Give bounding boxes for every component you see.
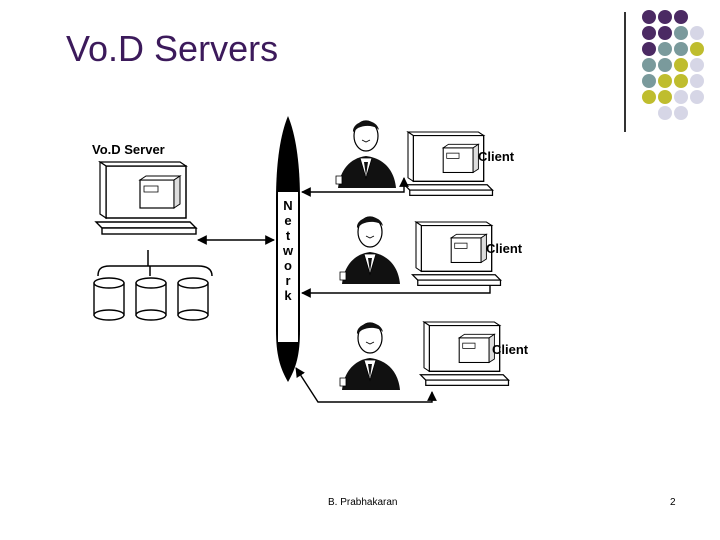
disk-icon — [135, 277, 167, 321]
decor-dot — [674, 90, 688, 104]
decor-dot — [690, 58, 704, 72]
decor-dot — [674, 42, 688, 56]
decorative-vertical-line — [624, 12, 626, 132]
decor-dot — [642, 42, 656, 56]
decor-dot — [642, 26, 656, 40]
client-network-arrow — [295, 367, 437, 403]
disk-icon — [93, 277, 125, 321]
client-label: Client — [478, 149, 515, 164]
decor-dot — [674, 58, 688, 72]
client-person-icon — [335, 120, 397, 189]
decor-dot — [690, 42, 704, 56]
decor-dot — [642, 10, 656, 24]
decor-dot — [658, 74, 672, 88]
server-computer-icon — [95, 161, 197, 235]
decor-dot — [690, 26, 704, 40]
network-letter: w — [282, 243, 294, 258]
decor-dot — [690, 90, 704, 104]
client-network-arrow — [301, 177, 409, 197]
decor-dot — [674, 26, 688, 40]
decor-dot — [690, 74, 704, 88]
decor-dot — [642, 58, 656, 72]
client-label: Client — [492, 342, 529, 357]
decorative-dot-grid — [638, 10, 720, 120]
disk-connector — [97, 250, 213, 277]
network-letter: o — [284, 258, 292, 273]
client-person-icon — [339, 216, 401, 285]
server-label: Vo.D Server — [92, 142, 165, 157]
network-letter: e — [284, 213, 291, 228]
network-letter: t — [286, 228, 291, 243]
client-network-arrow — [301, 285, 491, 298]
decor-dot — [642, 74, 656, 88]
decor-dot — [658, 58, 672, 72]
decor-dot — [674, 74, 688, 88]
decor-dot — [658, 90, 672, 104]
page-number: 2 — [670, 497, 676, 508]
decor-dot — [674, 10, 688, 24]
decor-dot — [658, 10, 672, 24]
network-label: N e t w o r k — [282, 198, 294, 303]
slide-title: Vo.D Servers — [66, 28, 279, 69]
decor-dot — [642, 90, 656, 104]
network-letter: k — [284, 288, 292, 303]
client-label: Client — [486, 241, 523, 256]
network-letter: N — [283, 198, 292, 213]
decor-dot — [674, 106, 688, 120]
decor-dot — [658, 26, 672, 40]
client-person-icon — [339, 322, 401, 391]
network-letter: r — [285, 273, 290, 288]
decor-dot — [658, 106, 672, 120]
footer-author: B. Prabhakaran — [328, 497, 398, 508]
network-label-panel — [278, 192, 298, 342]
disk-icon — [177, 277, 209, 321]
decor-dot — [658, 42, 672, 56]
